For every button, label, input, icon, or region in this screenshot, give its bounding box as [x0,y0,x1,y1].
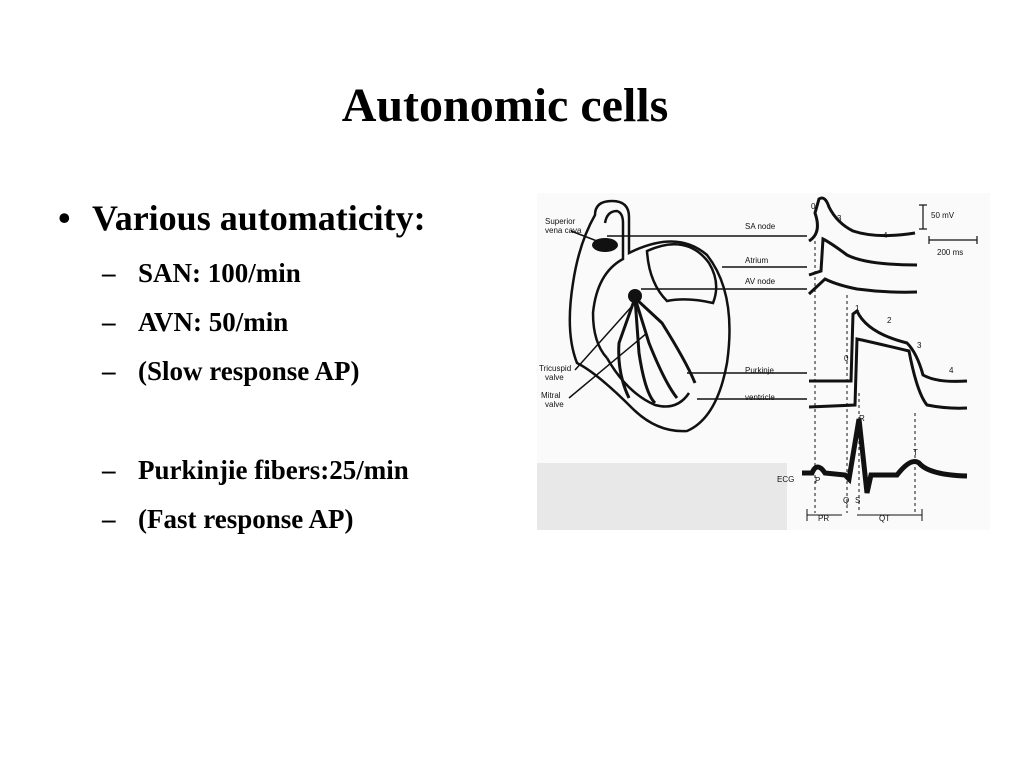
figure-drawing: Superior vena cava Tricuspid valve Mitra… [537,193,990,530]
sub-bullet-item: – (Fast response AP) [102,503,426,535]
av-node-mark [628,289,642,303]
heart-outline [568,199,731,433]
phase-pk-1: 1 [855,304,860,313]
dash-marker: – [102,356,116,386]
sub-bullet-item: – SAN: 100/min [102,257,426,289]
sa-node-mark [592,238,618,252]
sub-bullet-avn: AVN: 50/min [138,307,289,337]
label-mitral: Mitral [541,391,561,400]
interval-qt: QT [879,514,890,523]
dash-marker: – [102,258,116,288]
sub-bullet-purkinje: Purkinjie fibers:25/min [138,455,409,485]
dash-marker: – [102,455,116,485]
phase-pk-4: 4 [949,366,954,375]
label-ecg: ECG [777,475,794,484]
dash-marker: – [102,307,116,337]
label-mitral-valve: valve [545,400,564,409]
ecg-r: R [859,414,865,423]
bullet-text: Various automaticity: [92,198,426,238]
label-av-node: AV node [745,277,776,286]
label-atrium: Atrium [745,256,768,265]
phase-sa-0: 0 [811,202,816,211]
ecg-p: P [815,476,820,485]
bullet-marker: • [58,198,71,238]
scale-bars [919,204,978,244]
scale-voltage: 50 mV [931,211,955,220]
conduction-pathway [617,296,697,405]
ecg-q: Q [843,496,849,505]
dash-marker: – [102,504,116,534]
sub-bullet-item: – (Slow response AP) [102,355,426,387]
ecg-trace [802,418,968,494]
bullet-list: • Various automaticity: – SAN: 100/min –… [58,196,426,535]
sub-bullet-item: – Purkinjie fibers:25/min [102,454,426,486]
label-ventricle: ventricle [745,393,775,402]
phase-pk-3: 3 [917,341,922,350]
label-vena-cava: vena cava [545,226,582,235]
label-tricuspid-valve: valve [545,373,564,382]
scale-time: 200 ms [937,248,963,257]
phase-sa-3: 3 [837,214,842,223]
phase-sa-4: 4 [883,231,888,240]
interval-brackets [806,509,923,521]
label-purkinje: Purkinje [745,366,774,375]
ecg-s: S [855,496,860,505]
phase-pk-0: 0 [844,354,849,363]
sub-bullet-san: SAN: 100/min [138,258,301,288]
interval-pr: PR [818,514,829,523]
sub-bullet-item: – AVN: 50/min [102,306,426,338]
label-tricuspid: Tricuspid [539,364,571,373]
photocopy-shadow [537,463,787,530]
bullet-item: • Various automaticity: [58,196,426,240]
ecg-t: T [913,448,918,457]
slide-title: Autonomic cells [341,79,669,132]
cardiac-action-potential-figure: Superior vena cava Tricuspid valve Mitra… [537,193,990,530]
leader-lines [568,230,807,400]
label-superior: Superior [545,217,576,226]
sub-bullet-slow-ap: (Slow response AP) [138,356,360,386]
action-potential-traces [807,196,968,410]
phase-pk-2: 2 [887,316,892,325]
sub-bullet-fast-ap: (Fast response AP) [138,504,354,534]
label-sa-node: SA node [745,222,776,231]
